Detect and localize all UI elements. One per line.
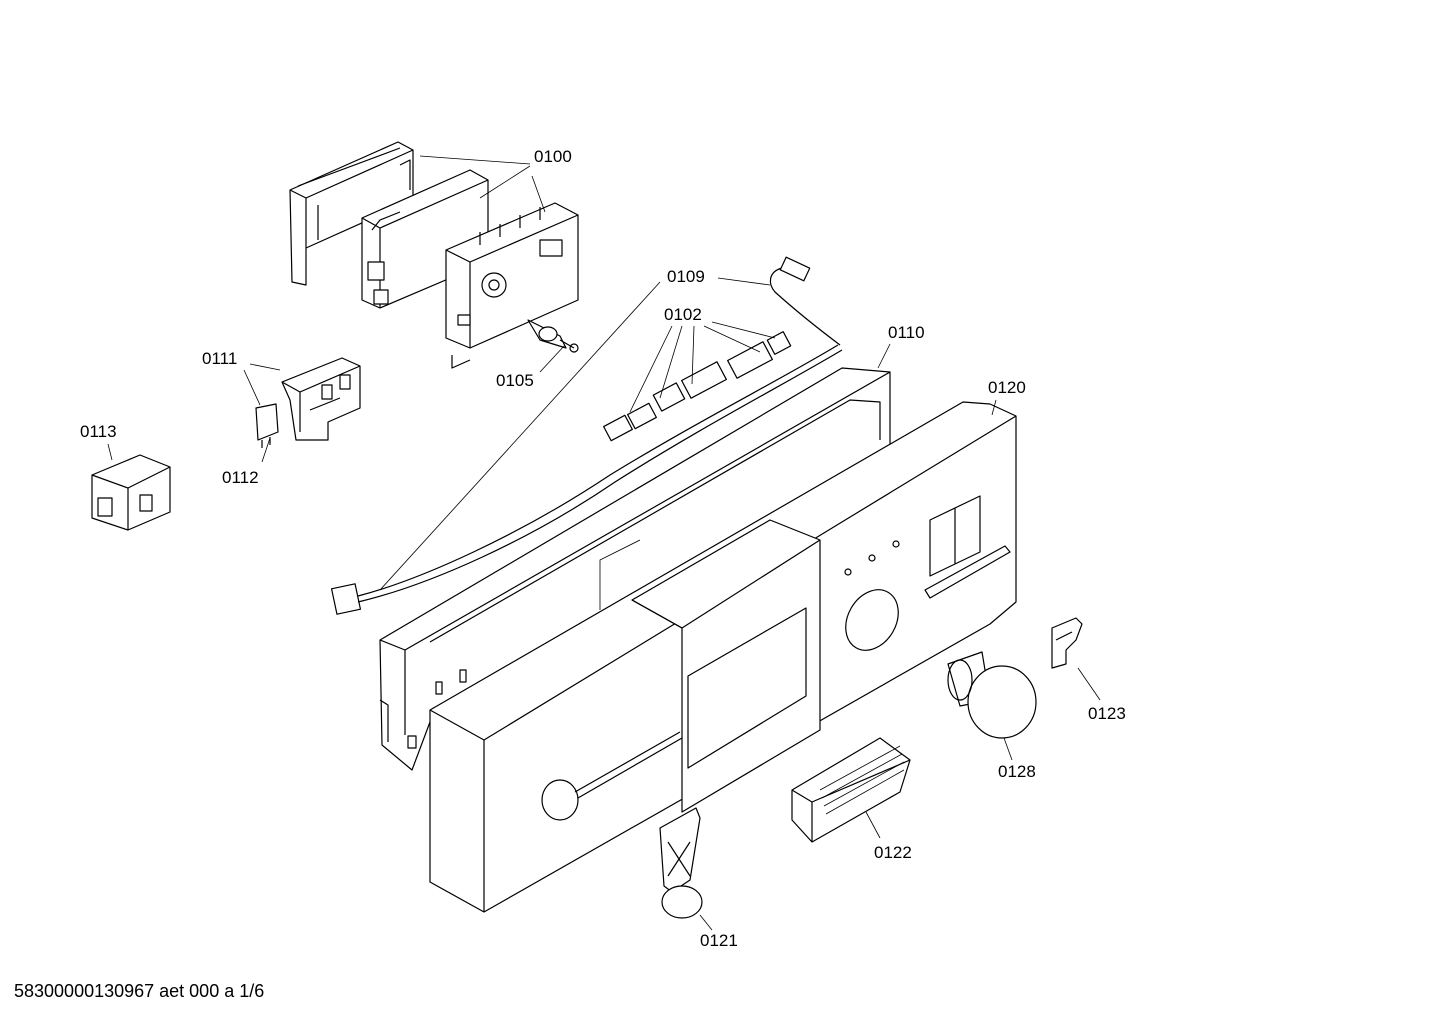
callout-0120: 0120: [988, 378, 1026, 397]
part-0111-switch: [281, 357, 361, 441]
callout-0123: 0123: [1088, 704, 1126, 723]
part-0122-button-block: [791, 737, 911, 843]
leader-lines: [107, 155, 1101, 931]
callout-0111: 0111: [202, 349, 237, 368]
callout-0110: 0110: [888, 323, 925, 342]
document-code-footer: 58300000130967 aet 000 a 1/6: [14, 981, 265, 1001]
callout-0121: 0121: [700, 931, 738, 950]
callout-0100: 0100: [534, 147, 572, 166]
part-0113-relay: [91, 454, 171, 531]
callout-0112: 0112: [222, 468, 259, 487]
part-0105-fastener: [527, 319, 579, 353]
part-0121-lever: [659, 807, 703, 919]
callout-0122: 0122: [874, 843, 912, 862]
part-0123-latch: [1051, 617, 1083, 669]
part-0109-wire-harness: [330, 256, 843, 615]
callout-0128: 0128: [998, 762, 1036, 781]
part-0128-knob: [947, 651, 1037, 739]
callout-0109: 0109: [667, 267, 705, 286]
part-0112-connector: [255, 403, 279, 448]
part-0120-fascia-panel: [429, 401, 1017, 913]
part-0102-connectors: [603, 331, 792, 442]
callout-labels: 0100 0109 0102 0105 0110 0111 0112 0113 …: [80, 147, 1126, 950]
callout-0105: 0105: [496, 371, 534, 390]
part-0100-control-module: [289, 141, 579, 369]
callout-0113: 0113: [80, 422, 117, 441]
callout-0102: 0102: [664, 305, 702, 324]
